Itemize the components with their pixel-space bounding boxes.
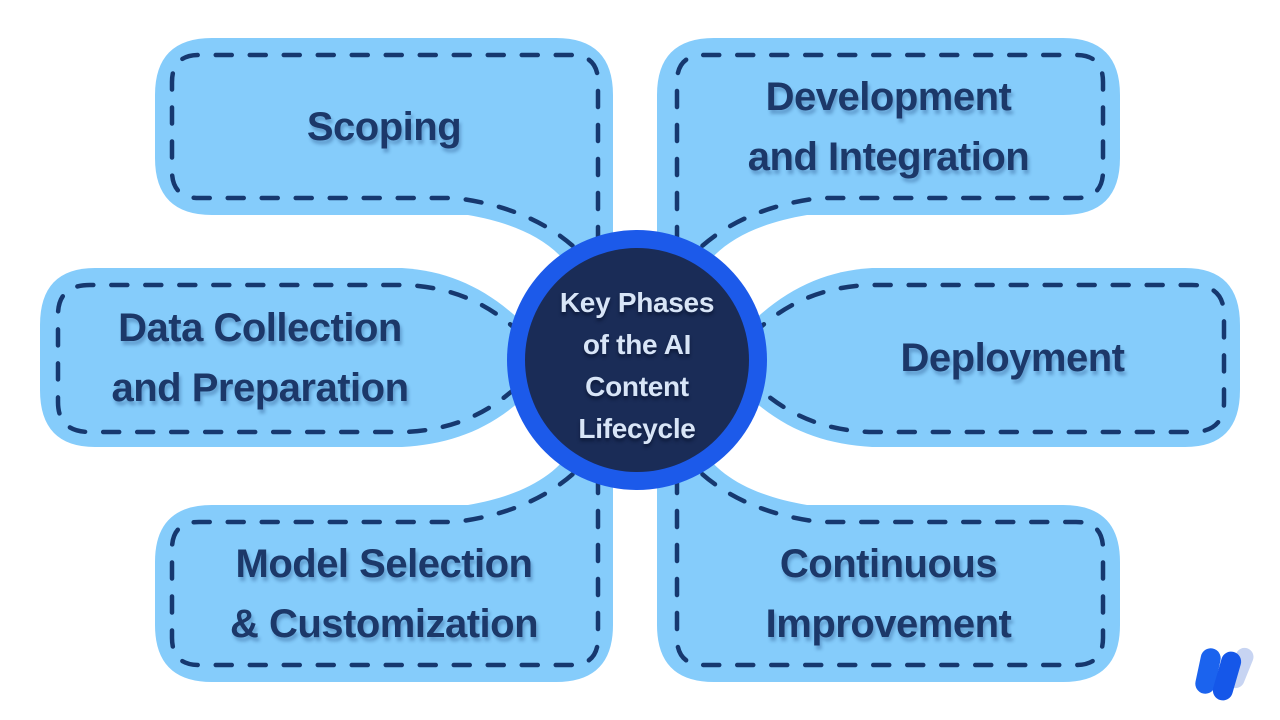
node-development-shape [657,38,1120,280]
node-data-collection-shape [40,268,530,447]
node-dashed-borders [55,52,1227,668]
node-scoping-shape [155,38,613,280]
writer-w-logo-icon [1195,647,1254,701]
logo-bar-blue-right [1212,651,1242,701]
logo-bar-blue-left [1195,648,1221,694]
node-deployment-shape [744,268,1240,447]
node-data-collection-border [55,282,525,435]
node-model-selection-border [169,459,601,668]
node-continuous-border [674,459,1106,668]
node-deployment-border [749,282,1227,435]
node-shapes [40,38,1240,682]
center-circle [507,230,767,490]
node-continuous-shape [657,440,1120,682]
node-development-border [674,52,1106,261]
node-model-selection-shape [155,440,613,682]
node-scoping-border [169,52,601,261]
center-circle-core [525,248,749,472]
